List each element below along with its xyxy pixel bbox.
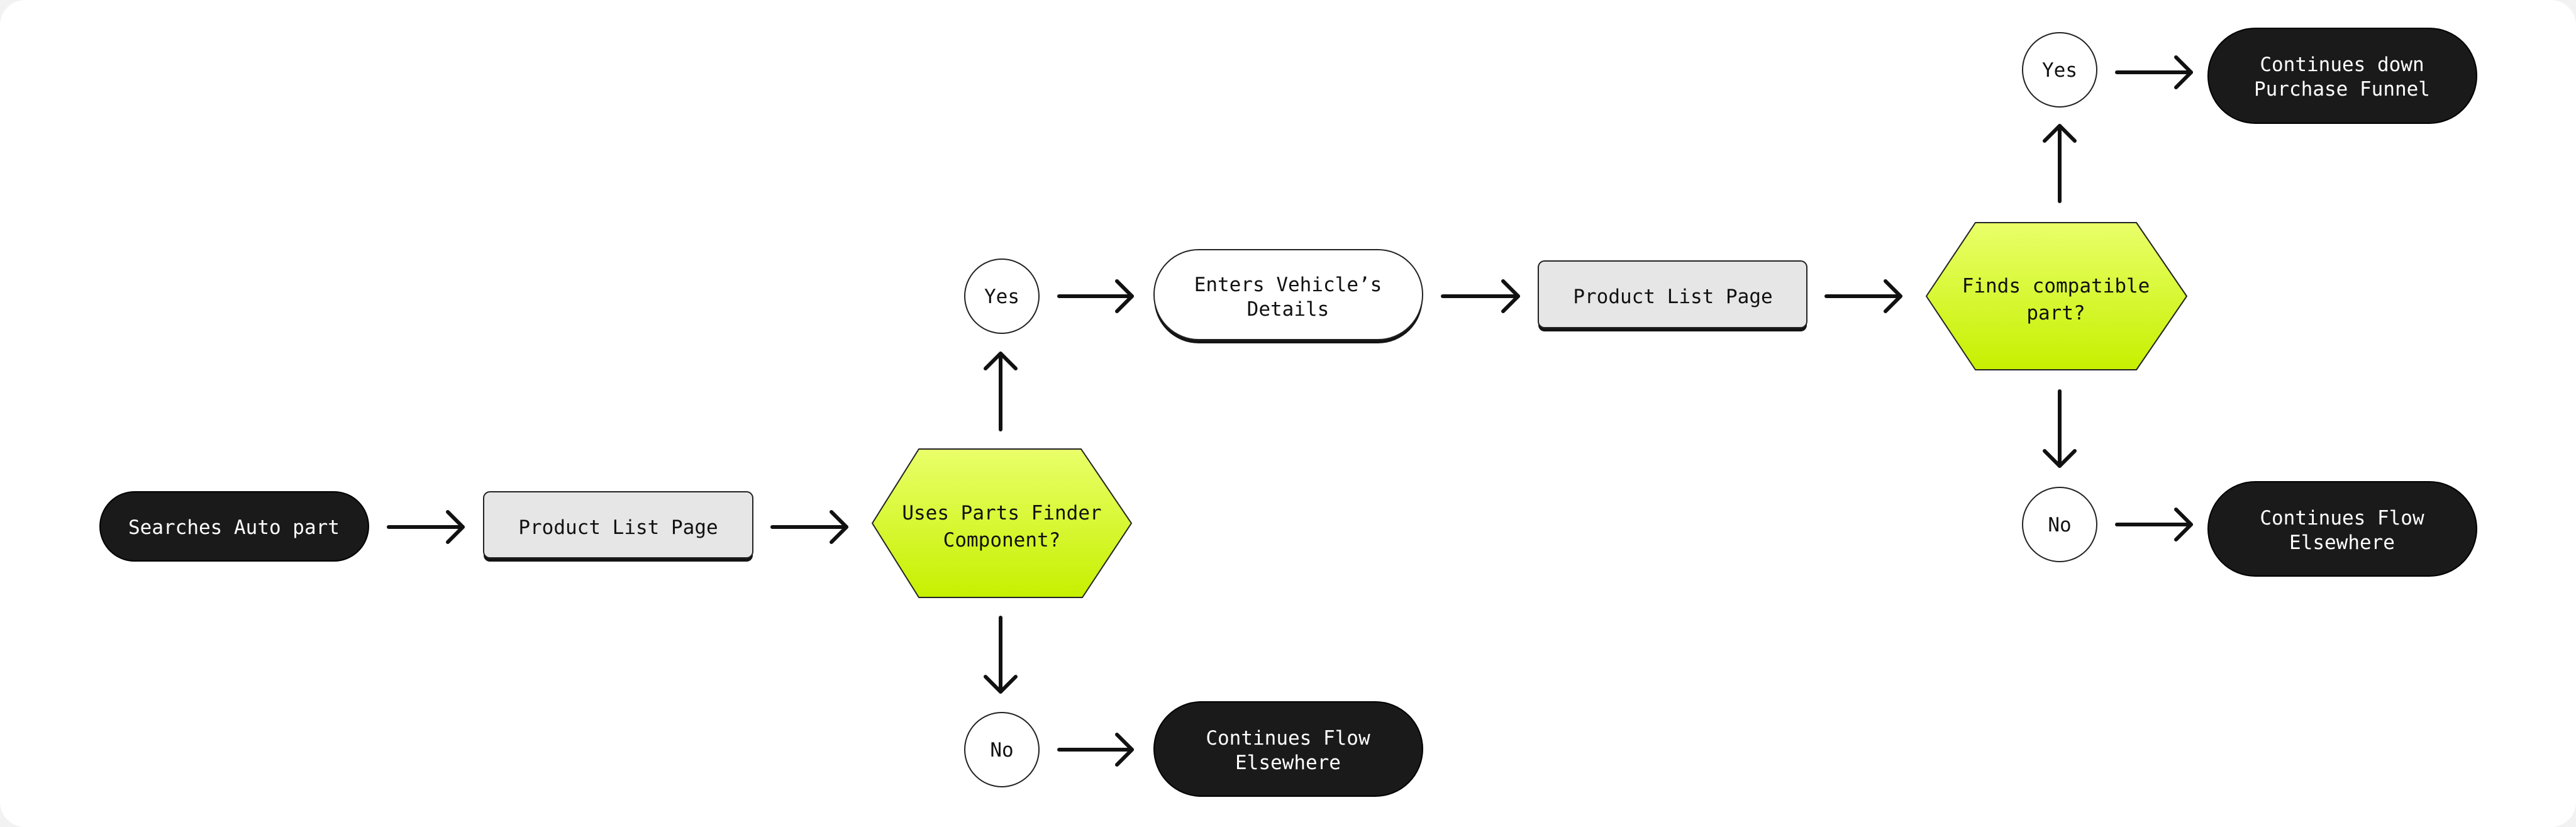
node-no-1: No (964, 712, 1040, 787)
node-label-line-2: Component? (943, 529, 1061, 552)
node-label-line-1: Enters Vehicle’s (1194, 274, 1382, 296)
node-label-line-2: Purchase Funnel (2254, 78, 2430, 101)
arrow-decision1-to-yes1 (984, 352, 1018, 431)
node-label: Product List Page (1573, 286, 1772, 308)
node-label: No (990, 739, 1013, 762)
arrow-vehicle-to-plp2 (1441, 279, 1520, 313)
node-no-2: No (2022, 487, 2097, 562)
arrow-yes1-to-vehicle (1057, 279, 1134, 313)
node-decision-uses-parts-finder: Uses Parts Finder Component? (872, 448, 1132, 598)
node-label-line-1: Uses Parts Finder (902, 502, 1101, 525)
node-label-line-2: part? (2026, 302, 2085, 325)
node-label: Yes (984, 286, 1019, 308)
node-label-line-2: Elsewhere (2289, 531, 2395, 554)
node-label-line-1: Continues Flow (1206, 727, 1370, 750)
node-label: Yes (2042, 59, 2077, 82)
node-continues-down-purchase-funnel: Continues down Purchase Funnel (2207, 28, 2477, 124)
arrow-start-to-plp1 (387, 510, 465, 544)
node-continues-flow-elsewhere-1: Continues Flow Elsewhere (1153, 701, 1423, 797)
arrow-plp2-to-decision2 (1824, 279, 1902, 313)
node-product-list-page-2: Product List Page (1538, 260, 1807, 331)
node-yes-2: Yes (2022, 32, 2097, 108)
node-product-list-page-1: Product List Page (483, 491, 753, 562)
arrow-decision2-to-yes2 (2043, 124, 2077, 203)
node-continues-flow-elsewhere-2: Continues Flow Elsewhere (2207, 481, 2477, 577)
node-label: No (2048, 514, 2071, 536)
node-label: Product List Page (518, 516, 718, 539)
arrow-no1-to-elsewhere1 (1057, 733, 1134, 767)
node-label-line-2: Elsewhere (1235, 752, 1341, 774)
arrow-decision1-to-no1 (984, 616, 1018, 694)
node-decision-finds-compatible-part: Finds compatible part? (1926, 222, 2187, 370)
arrow-no2-to-elsewhere2 (2115, 508, 2193, 541)
node-label-line-1: Finds compatible (1962, 275, 2150, 297)
node-label-line-1: Continues Flow (2260, 507, 2424, 530)
node-label-line-2: Details (1247, 298, 1330, 321)
arrow-decision2-to-no2 (2043, 389, 2077, 468)
node-label-line-1: Continues down (2260, 53, 2424, 76)
node-label: Searches Auto part (128, 516, 340, 539)
arrow-yes2-to-funnel (2115, 55, 2193, 89)
arrow-plp1-to-decision1 (770, 510, 848, 544)
node-enters-vehicle-details: Enters Vehicle’s Details (1153, 249, 1423, 343)
node-searches-auto-part: Searches Auto part (99, 491, 369, 562)
node-yes-1: Yes (964, 258, 1040, 334)
